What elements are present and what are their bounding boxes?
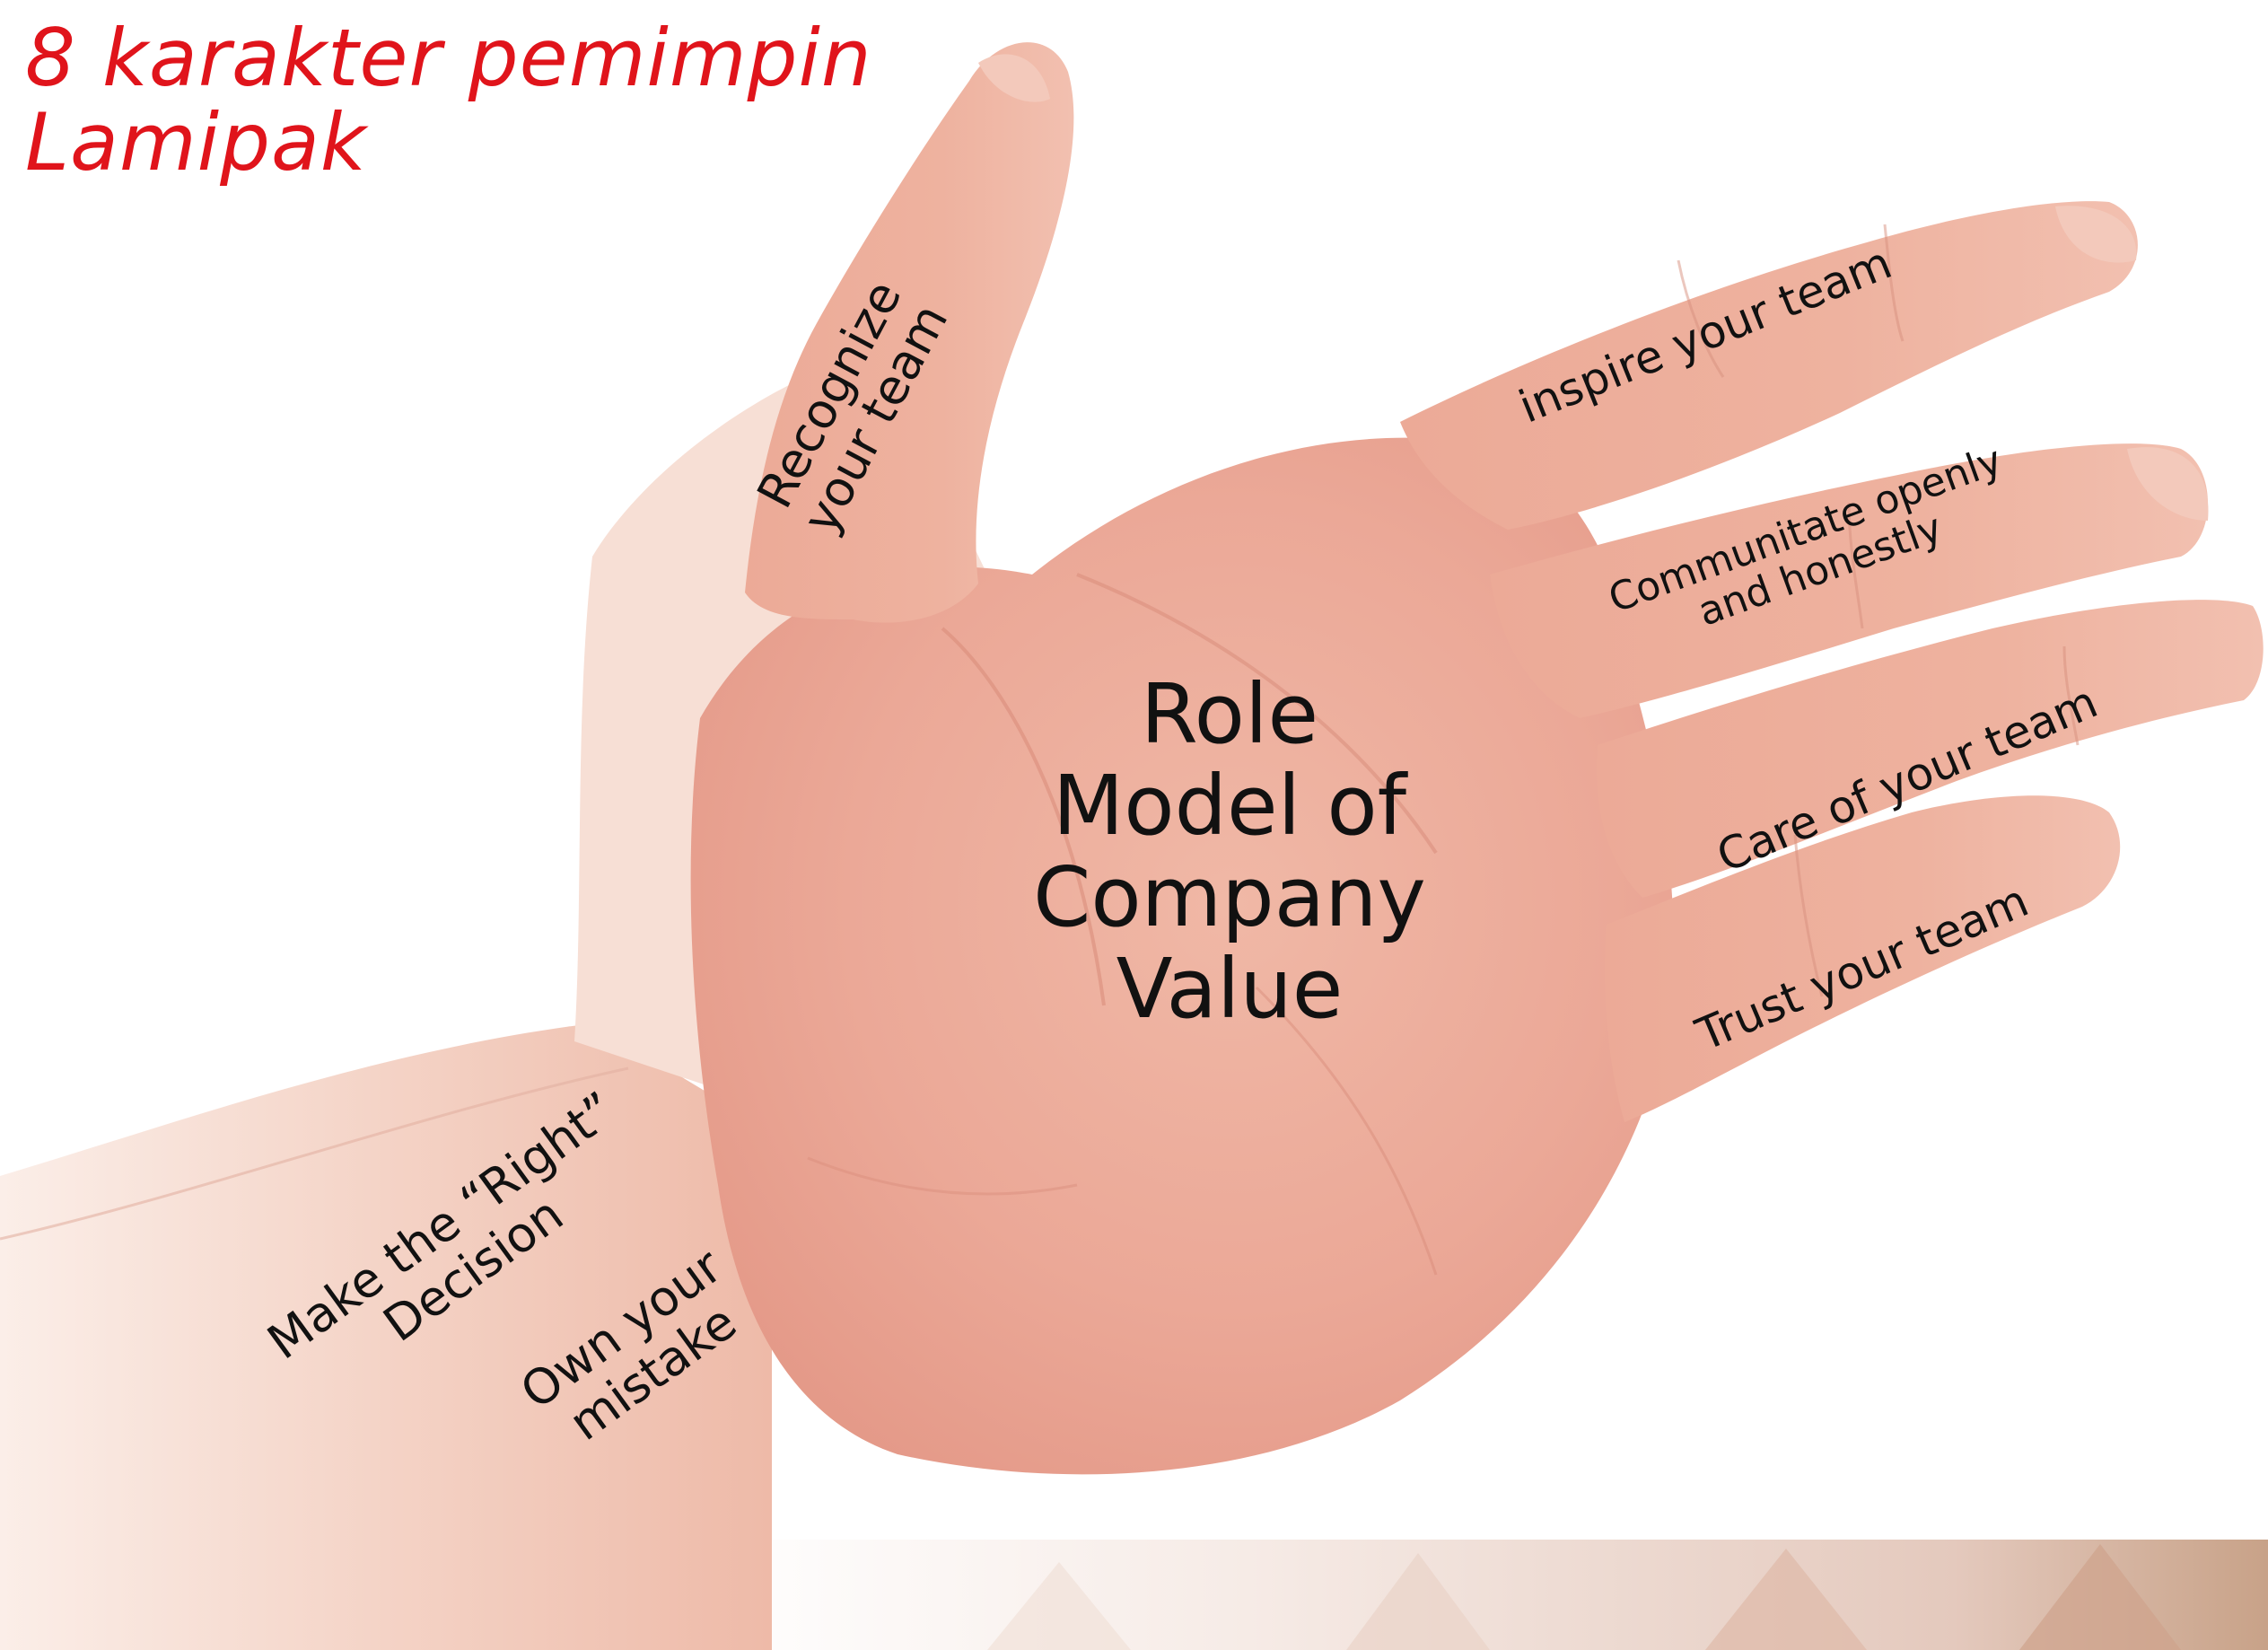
bottom-banner — [700, 1540, 2268, 1650]
center-line-2: Model of — [1052, 758, 1407, 854]
middle-finger-shape — [1490, 443, 2208, 718]
thumb-shape — [745, 42, 1074, 623]
center-label: Role Model of Company Value — [978, 669, 1481, 1035]
center-line-1: Role — [1140, 666, 1319, 762]
title-line-1: 8 karakter pemimpin — [25, 12, 872, 104]
forearm-shape — [0, 1023, 772, 1650]
title-line-2: Lamipak — [25, 96, 367, 189]
index-finger-shape — [1400, 201, 2138, 530]
palm-shape — [690, 437, 1674, 1475]
center-line-4: Value — [1116, 941, 1344, 1037]
little-finger-shape — [1605, 795, 2121, 1122]
page-title: 8 karakter pemimpin Lamipak — [25, 16, 872, 185]
center-line-3: Company — [1033, 849, 1426, 945]
ring-finger-shape — [1597, 600, 2264, 898]
